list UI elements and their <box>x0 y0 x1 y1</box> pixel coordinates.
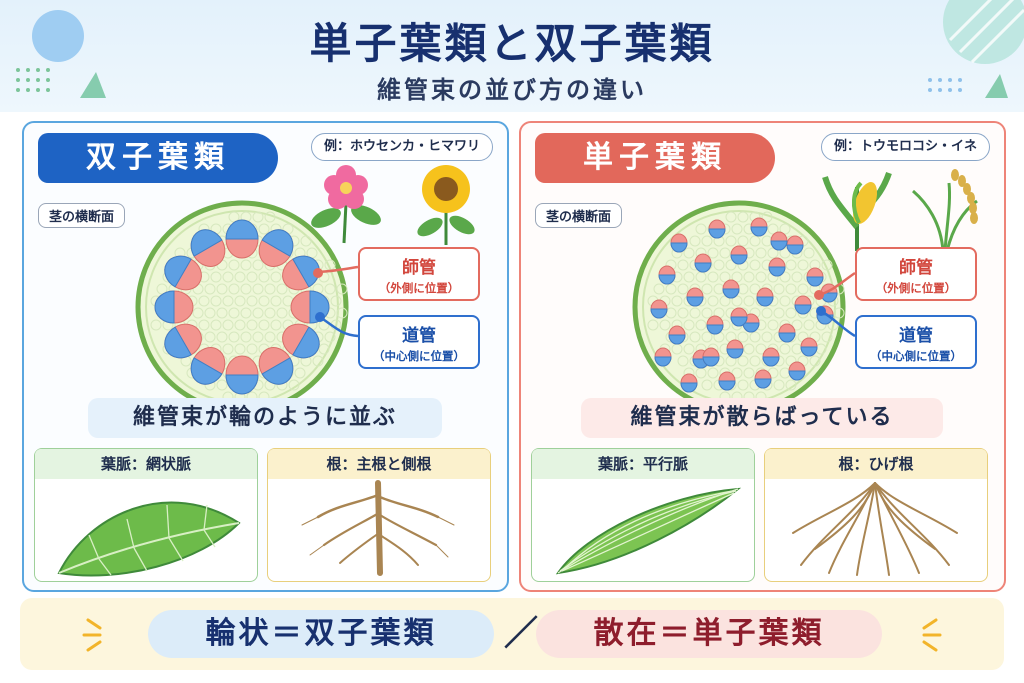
summary-dicot: 輪状＝双子葉類 <box>148 610 494 658</box>
vascular-bundle <box>694 253 712 273</box>
vascular-bundle <box>190 229 226 267</box>
vascular-bundle <box>786 235 804 255</box>
dicot-root-box: 根：主根と側根 <box>267 448 491 582</box>
vascular-bundle <box>668 325 686 345</box>
vascular-bundle <box>800 337 818 357</box>
monocot-callout-lines <box>814 271 856 338</box>
dicot-example: 例：ホウセンカ・ヒマワリ <box>310 133 493 161</box>
monocot-title: 単子葉類 <box>535 133 775 183</box>
summary-bar: 輪状＝双子葉類 ／ 散在＝単子葉類 <box>20 598 1004 670</box>
vascular-bundle <box>706 315 724 335</box>
vascular-bundle <box>650 299 668 319</box>
vascular-bundle <box>730 245 748 265</box>
summary-separator: ／ <box>504 614 538 654</box>
vascular-bundle <box>164 323 202 359</box>
monocot-phloem-note: （外側に位置） <box>875 281 957 295</box>
taproot-icon <box>301 480 455 576</box>
vascular-bundle <box>658 265 676 285</box>
vascular-bundle <box>762 347 780 367</box>
corn-icon <box>822 171 892 251</box>
dicot-stem-cross-section <box>135 200 349 414</box>
vascular-bundle <box>654 347 672 367</box>
dicot-section-label: 茎の横断面 <box>38 203 126 228</box>
vascular-bundle <box>670 233 688 253</box>
monocot-panel: 単子葉類 例：トウモロコシ・イネ 茎の横断面 師管 （外側に位置） 道管 （中心… <box>519 121 1006 592</box>
vascular-bundle <box>794 295 812 315</box>
header-decoration <box>16 0 1024 98</box>
vascular-bundle <box>756 287 774 307</box>
vascular-bundle <box>788 361 806 381</box>
monocot-stem-cross-section <box>632 200 846 414</box>
vascular-bundle <box>708 219 726 239</box>
vascular-bundle <box>722 279 740 299</box>
monocot-root-box: 根：ひげ根 <box>764 448 988 582</box>
monocot-leaf-label: 葉脈：平行脈 <box>532 449 754 479</box>
header-banner: 単子葉類と双子葉類 維管束の並び方の違い <box>0 0 1024 112</box>
dicot-root-label: 根：主根と側根 <box>268 449 490 479</box>
vascular-bundle <box>190 347 226 385</box>
vascular-bundle <box>806 267 824 287</box>
monocot-root-label: 根：ひげ根 <box>765 449 987 479</box>
dicot-phloem-note: （外側に位置） <box>378 281 460 295</box>
impatiens-flower-icon <box>311 165 381 244</box>
vascular-bundle <box>154 290 194 324</box>
dicot-xylem-label: 道管 <box>402 326 436 346</box>
vascular-bundle <box>225 219 259 259</box>
monocot-phloem-label: 師管 <box>899 258 933 278</box>
dicot-title: 双子葉類 <box>38 133 278 183</box>
dicot-phloem-callout: 師管 （外側に位置） <box>358 247 480 301</box>
vascular-bundle <box>718 371 736 391</box>
dicot-xylem-note: （中心側に位置） <box>373 349 465 363</box>
vascular-bundle <box>726 339 744 359</box>
vascular-bundle <box>778 323 796 343</box>
vascular-bundle <box>282 323 320 359</box>
left-highlight-icon <box>82 618 102 652</box>
vascular-bundle <box>258 229 294 267</box>
vascular-bundle <box>686 287 704 307</box>
vascular-bundle <box>754 369 772 389</box>
vascular-bundle <box>730 307 748 327</box>
monocot-section-label: 茎の横断面 <box>535 203 623 228</box>
parallel-vein-leaf-icon <box>555 487 742 575</box>
right-highlight-icon <box>922 618 942 652</box>
sunflower-icon <box>417 165 475 245</box>
page-subtitle: 維管束の並び方の違い <box>377 76 647 104</box>
dicot-phloem-label: 師管 <box>402 258 436 278</box>
monocot-xylem-note: （中心側に位置） <box>870 349 962 363</box>
dicot-leaf-box: 葉脈：網状脈 <box>34 448 258 582</box>
net-vein-leaf-icon <box>57 501 241 577</box>
vascular-bundle <box>225 355 259 395</box>
page-title: 単子葉類と双子葉類 <box>309 19 715 68</box>
monocot-caption: 維管束が散らばっている <box>581 398 943 438</box>
summary-monocot: 散在＝単子葉類 <box>536 610 882 658</box>
dicot-leaf-label: 葉脈：網状脈 <box>35 449 257 479</box>
monocot-xylem-label: 道管 <box>899 326 933 346</box>
fibrous-root-icon <box>792 482 958 576</box>
monocot-leaf-box: 葉脈：平行脈 <box>531 448 755 582</box>
vascular-bundle <box>750 217 768 237</box>
rice-icon <box>912 169 978 252</box>
vascular-bundle <box>258 347 294 385</box>
vascular-bundle <box>164 255 202 291</box>
dicot-xylem-callout: 道管 （中心側に位置） <box>358 315 480 369</box>
monocot-phloem-callout: 師管 （外側に位置） <box>855 247 977 301</box>
vascular-bundle <box>702 347 720 367</box>
dicot-callout-lines <box>313 265 359 338</box>
vascular-bundle <box>680 373 698 393</box>
vascular-bundle <box>282 255 320 291</box>
monocot-example: 例：トウモロコシ・イネ <box>820 133 990 161</box>
vascular-bundle <box>768 257 786 277</box>
monocot-xylem-callout: 道管 （中心側に位置） <box>855 315 977 369</box>
vascular-bundle <box>770 231 788 251</box>
dicot-panel: 双子葉類 例：ホウセンカ・ヒマワリ 茎の横断面 師管 （外側に位置） 道管 （中… <box>22 121 509 592</box>
dicot-caption: 維管束が輪のように並ぶ <box>88 398 442 438</box>
